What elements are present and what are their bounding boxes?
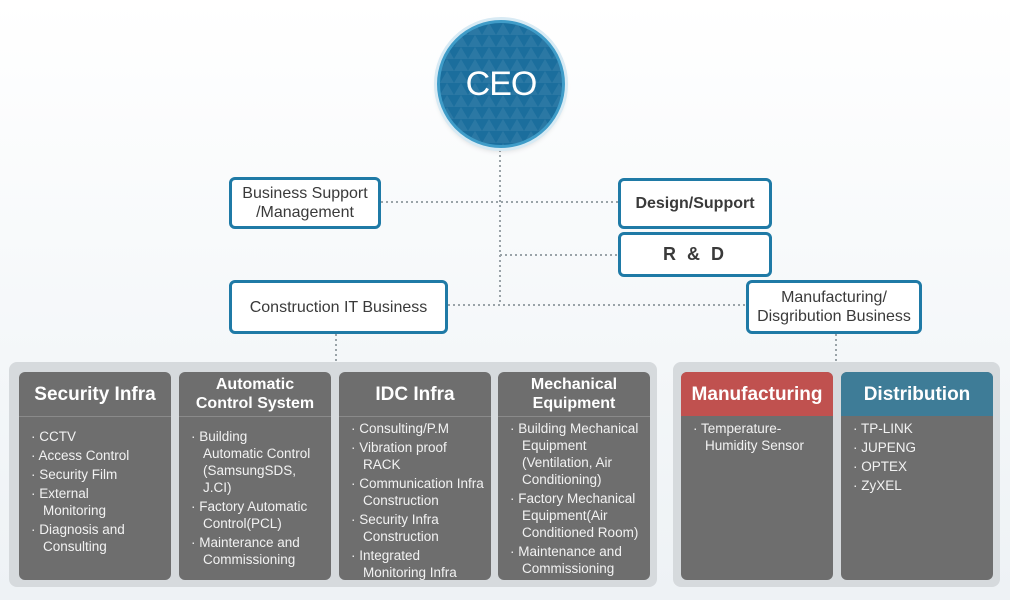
column-idc-infra: IDC Infra Consulting/P.M Vibration proof… — [339, 372, 491, 580]
design-support-label: Design/Support — [635, 195, 755, 212]
list-item: Temperature- Humidity Sensor — [693, 420, 827, 454]
rnd-box: R & D — [618, 232, 772, 277]
column-mechanical-equipment: Mechanical Equipment Building Mechanical… — [498, 372, 650, 580]
column-items: Temperature- Humidity Sensor — [693, 420, 827, 456]
list-item: Maintenance and Commissioning — [510, 543, 644, 577]
list-item: Mainterance and Commissioning — [191, 534, 325, 568]
list-item: Communication Infra Construction — [351, 475, 485, 509]
ceo-label: CEO — [465, 64, 538, 103]
construction-it-label: Construction IT Business — [249, 298, 428, 316]
list-item: Integrated Monitoring Infra Commissionin… — [351, 547, 485, 580]
manufacturing-distribution-box: Manufacturing/ Disgribution Business — [746, 280, 922, 334]
list-item: Consulting/P.M — [351, 420, 485, 437]
column-items: Building Mechanical Equipment (Ventilati… — [510, 420, 644, 579]
list-item: Building Mechanical Equipment (Ventilati… — [510, 420, 644, 488]
list-item: CCTV — [31, 428, 165, 445]
column-manufacturing: Manufacturing Temperature- Humidity Sens… — [681, 372, 833, 580]
column-title: Security Infra — [19, 372, 171, 417]
column-title: Manufacturing — [681, 372, 833, 416]
list-item: OPTEX — [853, 458, 987, 475]
column-items: TP-LINK JUPENG OPTEX ZyXEL — [853, 420, 987, 496]
ceo-node: CEO — [437, 20, 565, 148]
manufacturing-distribution-label: Manufacturing/ Disgribution Business — [757, 289, 911, 325]
column-title: Automatic Control System — [179, 372, 331, 417]
rnd-label: R & D — [663, 244, 727, 264]
construction-it-box: Construction IT Business — [229, 280, 448, 334]
list-item: Vibration proof RACK — [351, 439, 485, 473]
column-title: Distribution — [841, 372, 993, 416]
list-item: Security Infra Construction — [351, 511, 485, 545]
business-support-box: Business Support /Management — [229, 177, 381, 229]
list-item: Factory Automatic Control(PCL) — [191, 498, 325, 532]
list-item: Access Control — [31, 447, 165, 464]
list-item: Diagnosis and Consulting — [31, 521, 165, 555]
column-items: Consulting/P.M Vibration proof RACK Comm… — [351, 420, 485, 580]
triangle-pattern — [440, 23, 562, 145]
list-item: Factory Mechanical Equipment(Air Conditi… — [510, 490, 644, 541]
design-support-box: Design/Support — [618, 178, 772, 229]
column-items: Building Automatic Control (SamsungSDS, … — [191, 428, 325, 570]
list-item: External Monitoring — [31, 485, 165, 519]
column-title: Mechanical Equipment — [498, 372, 650, 417]
list-item: JUPENG — [853, 439, 987, 456]
list-item: ZyXEL — [853, 477, 987, 494]
list-item: Building Automatic Control (SamsungSDS, … — [191, 428, 325, 496]
column-title: IDC Infra — [339, 372, 491, 417]
column-distribution: Distribution TP-LINK JUPENG OPTEX ZyXEL — [841, 372, 993, 580]
column-items: CCTV Access Control Security Film Extern… — [31, 428, 165, 557]
column-security-infra: Security Infra CCTV Access Control Secur… — [19, 372, 171, 580]
list-item: TP-LINK — [853, 420, 987, 437]
list-item: Security Film — [31, 466, 165, 483]
business-support-label: Business Support /Management — [242, 185, 368, 221]
column-automatic-control: Automatic Control System Building Automa… — [179, 372, 331, 580]
